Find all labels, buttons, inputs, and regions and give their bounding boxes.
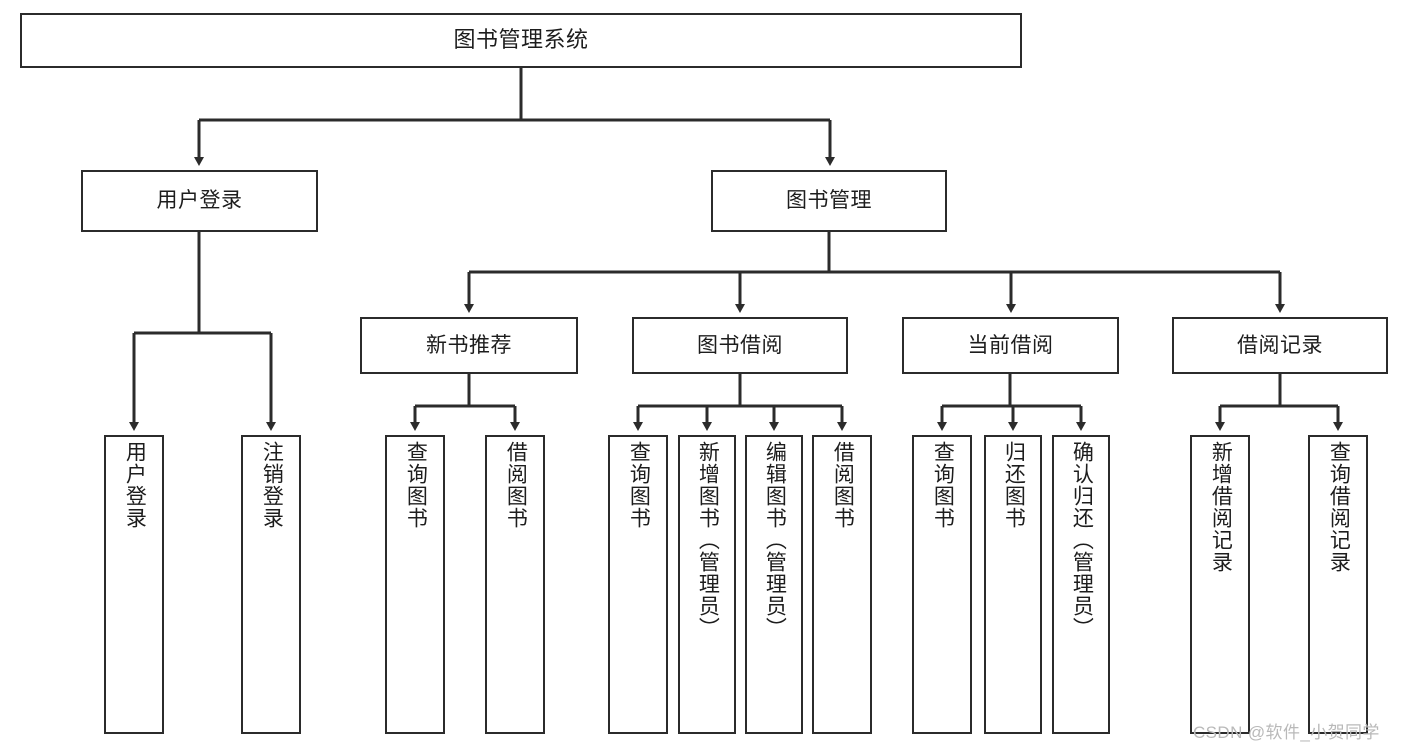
node-leaf-user-login-label: 用户登录 bbox=[123, 441, 147, 529]
node-leaf-borrow-book-1[interactable]: 借阅图书 bbox=[485, 435, 545, 734]
node-leaf-borrow-book-2[interactable]: 借阅图书 bbox=[812, 435, 872, 734]
node-leaf-confirm-return-label: 确认归还（管理员） bbox=[1070, 441, 1094, 639]
node-leaf-logout-label: 注销登录 bbox=[260, 441, 284, 529]
node-leaf-add-book[interactable]: 新增图书（管理员） bbox=[678, 435, 736, 734]
node-leaf-add-record-label: 新增借阅记录 bbox=[1209, 441, 1233, 573]
node-leaf-add-record[interactable]: 新增借阅记录 bbox=[1190, 435, 1250, 734]
node-leaf-query-book-3-label: 查询图书 bbox=[931, 441, 955, 529]
node-current-borrow-label: 当前借阅 bbox=[967, 333, 1054, 357]
node-leaf-user-login[interactable]: 用户登录 bbox=[104, 435, 164, 734]
node-leaf-query-book-2-label: 查询图书 bbox=[627, 441, 651, 529]
node-leaf-query-book-1[interactable]: 查询图书 bbox=[385, 435, 445, 734]
node-leaf-add-book-label: 新增图书（管理员） bbox=[696, 441, 720, 639]
node-leaf-confirm-return[interactable]: 确认归还（管理员） bbox=[1052, 435, 1110, 734]
node-leaf-borrow-book-1-label: 借阅图书 bbox=[504, 441, 528, 529]
node-user-login-label: 用户登录 bbox=[156, 189, 243, 213]
node-leaf-query-record-label: 查询借阅记录 bbox=[1327, 441, 1351, 573]
node-leaf-query-book-3[interactable]: 查询图书 bbox=[912, 435, 972, 734]
node-new-book-recommend-label: 新书推荐 bbox=[426, 333, 512, 357]
node-leaf-query-book-1-label: 查询图书 bbox=[404, 441, 428, 529]
node-root-label: 图书管理系统 bbox=[453, 27, 589, 53]
node-leaf-borrow-book-2-label: 借阅图书 bbox=[831, 441, 855, 529]
node-leaf-edit-book-label: 编辑图书（管理员） bbox=[763, 441, 787, 639]
node-leaf-query-book-2[interactable]: 查询图书 bbox=[608, 435, 668, 734]
node-book-manage[interactable]: 图书管理 bbox=[711, 170, 947, 232]
node-leaf-return-book-label: 归还图书 bbox=[1002, 441, 1026, 529]
node-user-login[interactable]: 用户登录 bbox=[81, 170, 318, 232]
node-borrow-record-label: 借阅记录 bbox=[1237, 333, 1323, 357]
node-leaf-logout[interactable]: 注销登录 bbox=[241, 435, 301, 734]
node-leaf-return-book[interactable]: 归还图书 bbox=[984, 435, 1042, 734]
node-book-borrow-label: 图书借阅 bbox=[697, 333, 783, 357]
node-book-borrow[interactable]: 图书借阅 bbox=[632, 317, 848, 374]
node-root[interactable]: 图书管理系统 bbox=[20, 13, 1022, 68]
node-new-book-recommend[interactable]: 新书推荐 bbox=[360, 317, 578, 374]
node-leaf-edit-book[interactable]: 编辑图书（管理员） bbox=[745, 435, 803, 734]
node-book-manage-label: 图书管理 bbox=[786, 189, 872, 213]
node-borrow-record[interactable]: 借阅记录 bbox=[1172, 317, 1388, 374]
node-current-borrow[interactable]: 当前借阅 bbox=[902, 317, 1119, 374]
node-leaf-query-record[interactable]: 查询借阅记录 bbox=[1308, 435, 1368, 734]
watermark: CSDN @软件_小贺同学 bbox=[1193, 723, 1380, 742]
